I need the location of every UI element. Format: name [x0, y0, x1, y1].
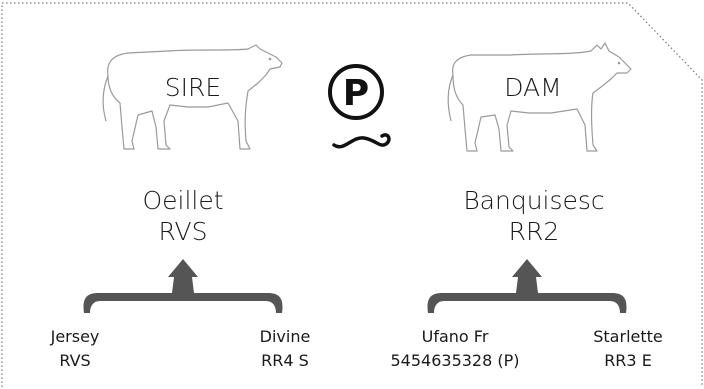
sire-bull-illustration — [102, 44, 283, 150]
dam-grandsire-name: Ufano Fr — [421, 327, 489, 346]
dam-name: Banquisesc — [463, 186, 605, 215]
dam-cow-illustration — [447, 42, 632, 152]
dam-code: RR2 — [508, 217, 560, 246]
sire-label: SIRE — [164, 73, 222, 102]
dam-label: DAM — [504, 73, 562, 102]
sire-code: RVS — [158, 217, 208, 246]
dam-granddam-name: Starlette — [593, 327, 663, 346]
sire-bracket-arrow — [83, 259, 283, 313]
dam-bracket-arrow — [427, 259, 627, 313]
sire-granddam-code: RR4 S — [261, 351, 309, 370]
dam-granddam-code: RR3 E — [604, 351, 652, 370]
polled-letter: P — [343, 73, 369, 114]
sire-granddam-name: Divine — [259, 327, 311, 346]
sire-grandsire-name: Jersey — [50, 327, 100, 346]
dam-grandsire-code: 5454635328 (P) — [390, 351, 520, 370]
sire-name: Oeillet — [142, 186, 224, 215]
sire-grandsire-code: RVS — [59, 351, 91, 370]
polled-p-icon: P — [328, 64, 391, 149]
